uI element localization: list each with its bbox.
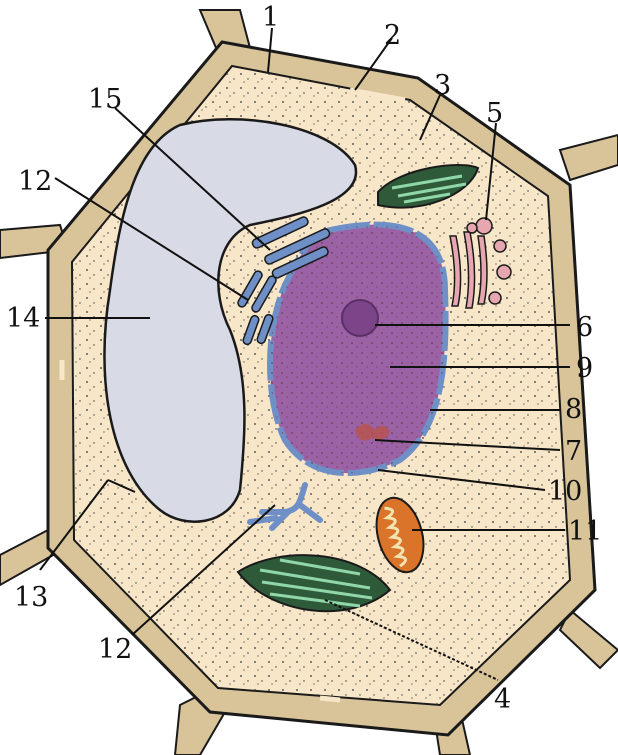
label-9: 9	[576, 353, 593, 384]
chloroplast-bottom	[236, 554, 392, 613]
leader-lines	[39, 27, 570, 681]
plasmodesmata	[59, 87, 406, 703]
label-14: 14	[6, 303, 40, 334]
golgi-apparatus	[449, 217, 512, 309]
label-12-top: 12	[18, 166, 52, 197]
nucleolus	[341, 299, 379, 337]
label-8: 8	[565, 394, 582, 425]
label-4: 4	[494, 684, 511, 715]
chromatin	[355, 424, 390, 441]
nucleus	[267, 221, 449, 477]
label-3: 3	[434, 70, 451, 101]
label-1: 1	[262, 2, 279, 33]
label-15: 15	[88, 84, 122, 115]
vacuole	[103, 118, 358, 523]
er-branch	[247, 482, 323, 531]
label-5: 5	[486, 98, 503, 129]
label-2: 2	[384, 20, 401, 51]
label-13: 13	[14, 582, 48, 613]
label-10: 10	[548, 476, 582, 507]
label-11: 11	[568, 516, 602, 547]
chloroplast-top	[377, 164, 480, 209]
label-12-bottom: 12	[98, 634, 132, 665]
endoplasmic-reticulum	[237, 216, 331, 346]
label-6: 6	[576, 312, 593, 343]
label-7: 7	[565, 436, 582, 467]
